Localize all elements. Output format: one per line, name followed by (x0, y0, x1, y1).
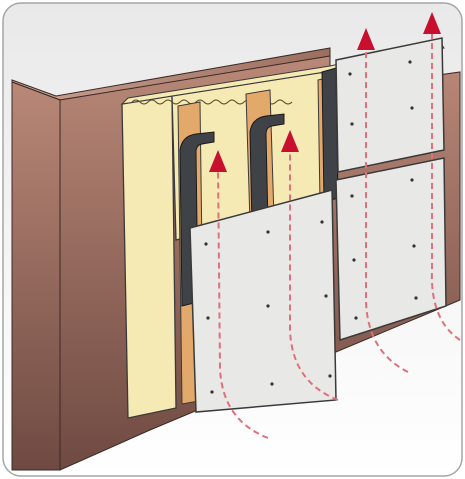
wall-front-face (11, 81, 61, 471)
airflow-trail (217, 169, 269, 439)
fastener-dot (328, 374, 332, 378)
airflow-arrowhead (281, 130, 299, 152)
mounting-brackets (179, 67, 339, 307)
airflow-trail (289, 150, 339, 401)
airflow-arrowhead (357, 28, 375, 50)
fastener-dot (266, 230, 270, 234)
fastener-dot (270, 382, 274, 386)
bracket-middle (249, 113, 285, 229)
panel-upper-right (335, 37, 445, 173)
fastener-dot (408, 60, 412, 64)
airflow-arrowhead (209, 150, 227, 172)
fastener-dot (210, 390, 214, 394)
fastener-dot (412, 244, 416, 248)
panel-lower-left (189, 189, 337, 413)
fastener-dot (352, 258, 356, 262)
fastener-dot (204, 242, 208, 246)
bracket-left (179, 131, 215, 307)
fastener-dot (410, 178, 414, 182)
fastener-dot (206, 316, 210, 320)
airflow-trail (365, 50, 409, 373)
airflow-arrows (209, 12, 461, 439)
fastener-dot (324, 294, 328, 298)
fastener-dot (414, 296, 418, 300)
panel-lower-right (335, 157, 447, 342)
panel-fasteners (204, 60, 418, 394)
fastener-dot (266, 304, 270, 308)
fastener-dot (348, 72, 352, 76)
cladding-panels (189, 37, 447, 413)
insulation-left-block (121, 95, 177, 419)
fastener-dot (350, 122, 354, 126)
fastener-dot (350, 194, 354, 198)
fastener-dot (354, 316, 358, 320)
fastener-dot (410, 106, 414, 110)
fastener-dot (320, 220, 324, 224)
airflow-arrowhead (423, 12, 441, 34)
